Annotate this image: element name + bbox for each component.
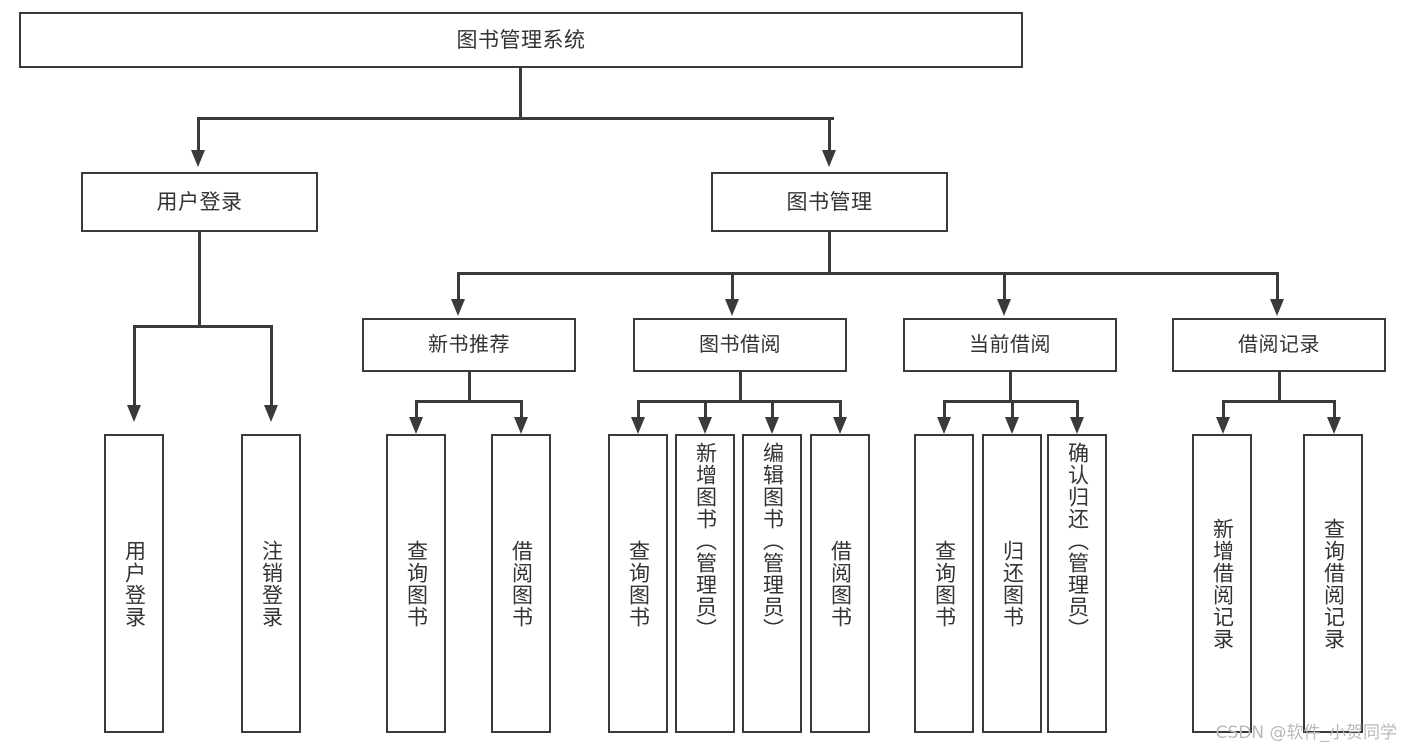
arrowhead-cb-leaf-3 [1070, 417, 1084, 434]
connector-drop-bb-leaf-4 [839, 400, 842, 420]
arrowhead-leaf-logout [264, 405, 278, 422]
connector-root-stem [519, 68, 522, 119]
node-root-system[interactable]: 图书管理系统 [19, 12, 1023, 68]
connector-drop-br-leaf-2 [1333, 400, 1336, 420]
arrowhead-bb-leaf-4 [833, 417, 847, 434]
leaf-user-login[interactable]: 用户登录 [104, 434, 164, 733]
leaf-nb-borrow-book[interactable]: 借阅图书 [491, 434, 551, 733]
node-user-login[interactable]: 用户登录 [81, 172, 318, 232]
node-book-borrow[interactable]: 图书借阅 [633, 318, 847, 372]
connector-drop-book-borrow [731, 272, 734, 302]
node-label: 查询图书 [404, 539, 429, 628]
node-label: 查询图书 [932, 539, 957, 628]
connector-book-manage-stem [828, 232, 831, 275]
node-label: 查询借阅记录 [1321, 517, 1346, 650]
connector-drop-new-book [457, 272, 460, 302]
connector-user-login-stem [198, 232, 201, 328]
connector-drop-borrow-record [1276, 272, 1279, 302]
connector-drop-cb-leaf-1 [943, 400, 946, 420]
arrowhead-bb-leaf-2 [698, 417, 712, 434]
leaf-cb-query-book[interactable]: 查询图书 [914, 434, 974, 733]
leaf-br-query-record[interactable]: 查询借阅记录 [1303, 434, 1363, 733]
node-label: 用户登录 [156, 189, 243, 214]
leaf-bb-borrow-book[interactable]: 借阅图书 [810, 434, 870, 733]
connector-drop-br-leaf-1 [1222, 400, 1225, 420]
node-current-borrow[interactable]: 当前借阅 [903, 318, 1117, 372]
connector-drop-leaf-user-login [133, 325, 136, 408]
node-label: 确认归还（管理员） [1065, 442, 1090, 640]
connector-drop-bb-leaf-2 [704, 400, 707, 420]
connector-book-borrow-stem [739, 372, 742, 403]
node-label: 编辑图书（管理员） [760, 442, 785, 640]
connector-drop-book-manage [828, 117, 831, 153]
leaf-br-add-record[interactable]: 新增借阅记录 [1192, 434, 1252, 733]
node-label: 新增借阅记录 [1210, 517, 1235, 650]
arrowhead-book-borrow [725, 299, 739, 316]
connector-new-book-stem [468, 372, 471, 403]
node-label: 图书借阅 [699, 332, 781, 357]
connector-new-book-bus [415, 400, 523, 403]
arrowhead-cb-leaf-2 [1005, 417, 1019, 434]
connector-drop-nb-leaf-2 [520, 400, 523, 420]
leaf-cb-return-book[interactable]: 归还图书 [982, 434, 1042, 733]
arrowhead-br-leaf-2 [1327, 417, 1341, 434]
node-label: 查询图书 [626, 539, 651, 628]
connector-drop-bb-leaf-1 [637, 400, 640, 420]
leaf-bb-edit-book-admin[interactable]: 编辑图书（管理员） [742, 434, 802, 733]
arrowhead-cb-leaf-1 [937, 417, 951, 434]
connector-borrow-record-stem [1278, 372, 1281, 403]
node-label: 图书管理 [786, 189, 873, 214]
connector-drop-current-borrow [1003, 272, 1006, 302]
node-label: 图书管理系统 [456, 27, 586, 52]
connector-level1-bus [197, 117, 834, 120]
leaf-nb-query-book[interactable]: 查询图书 [386, 434, 446, 733]
leaf-logout[interactable]: 注销登录 [241, 434, 301, 733]
node-label: 借阅记录 [1238, 332, 1320, 357]
leaf-bb-add-book-admin[interactable]: 新增图书（管理员） [675, 434, 735, 733]
arrowhead-bb-leaf-1 [631, 417, 645, 434]
connector-drop-leaf-logout [270, 325, 273, 408]
node-label: 归还图书 [1000, 539, 1025, 628]
connector-level2-bus [457, 272, 1279, 275]
node-new-book-recommend[interactable]: 新书推荐 [362, 318, 576, 372]
connector-drop-bb-leaf-3 [771, 400, 774, 420]
connector-current-borrow-stem [1009, 372, 1012, 403]
node-label: 用户登录 [122, 539, 147, 628]
node-label: 注销登录 [259, 539, 284, 628]
node-label: 新书推荐 [428, 332, 510, 357]
leaf-cb-confirm-return-admin[interactable]: 确认归还（管理员） [1047, 434, 1107, 733]
connector-book-borrow-bus [637, 400, 842, 403]
connector-current-borrow-bus [943, 400, 1077, 403]
arrowhead-leaf-user-login [127, 405, 141, 422]
arrowhead-current-borrow [997, 299, 1011, 316]
connector-borrow-record-bus [1222, 400, 1336, 403]
connector-user-login-bus [133, 325, 273, 328]
arrowhead-bb-leaf-3 [765, 417, 779, 434]
node-label: 借阅图书 [509, 539, 534, 628]
connector-drop-nb-leaf-1 [415, 400, 418, 420]
arrowhead-user-login [191, 150, 205, 167]
connector-drop-cb-leaf-3 [1076, 400, 1079, 420]
node-label: 借阅图书 [828, 539, 853, 628]
arrowhead-br-leaf-1 [1216, 417, 1230, 434]
node-label: 新增图书（管理员） [693, 442, 718, 640]
arrowhead-borrow-record [1270, 299, 1284, 316]
arrowhead-nb-leaf-2 [514, 417, 528, 434]
arrowhead-nb-leaf-1 [409, 417, 423, 434]
arrowhead-new-book [451, 299, 465, 316]
node-book-management[interactable]: 图书管理 [711, 172, 948, 232]
arrowhead-book-manage [822, 150, 836, 167]
node-label: 当前借阅 [969, 332, 1051, 357]
leaf-bb-query-book[interactable]: 查询图书 [608, 434, 668, 733]
connector-drop-cb-leaf-2 [1011, 400, 1014, 420]
connector-drop-user-login [197, 117, 200, 153]
node-borrow-record[interactable]: 借阅记录 [1172, 318, 1386, 372]
